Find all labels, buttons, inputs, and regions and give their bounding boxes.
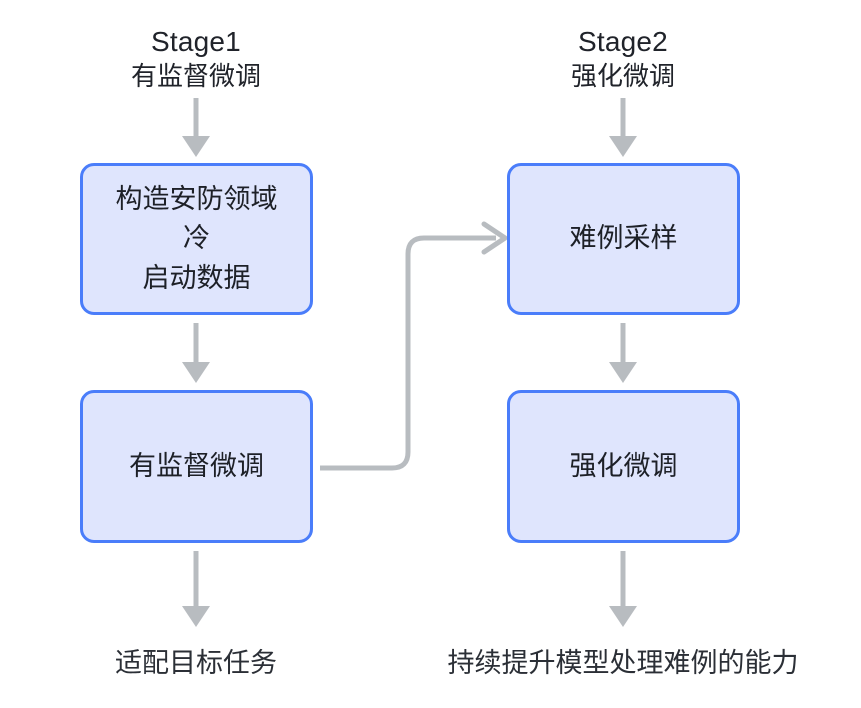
outcome-left-label: 适配目标任务 (115, 648, 277, 678)
stage1-title: Stage1 (151, 26, 241, 57)
node-reinforcement-finetune[interactable]: 强化微调 (507, 390, 740, 543)
arrow-cold-start-to-sft (182, 323, 210, 383)
node-hard-example-sampling-label: 难例采样 (569, 223, 678, 254)
node-cold-start-data[interactable]: 构造安防领域冷 启动数据 (80, 163, 313, 315)
node-cold-start-data-line2: 启动数据 (142, 262, 251, 293)
arrow-stage2-to-sampling (609, 98, 637, 157)
node-cold-start-data-label: 构造安防领域冷 启动数据 (103, 180, 290, 297)
arrow-stage1-to-cold-start (182, 98, 210, 157)
node-hard-example-sampling[interactable]: 难例采样 (507, 163, 740, 315)
node-supervised-finetune[interactable]: 有监督微调 (80, 390, 313, 543)
stage1-subtitle: 有监督微调 (130, 60, 261, 91)
stage2-header: Stage2 强化微调 (483, 24, 763, 93)
node-cold-start-data-line1: 构造安防领域冷 (115, 184, 278, 254)
arrow-rft-to-outcome-right (609, 551, 637, 627)
arrow-sft-to-outcome-left (182, 551, 210, 627)
stage1-header: Stage1 有监督微调 (56, 24, 336, 93)
node-reinforcement-finetune-label: 强化微调 (569, 450, 678, 481)
node-supervised-finetune-label: 有监督微调 (129, 450, 264, 481)
stage2-subtitle: 强化微调 (570, 60, 675, 91)
outcome-right-label: 持续提升模型处理难例的能力 (447, 648, 799, 678)
arrow-sft-to-sampling-elbow (320, 221, 508, 471)
stage2-title: Stage2 (578, 26, 668, 57)
arrow-sampling-to-rft (609, 323, 637, 383)
